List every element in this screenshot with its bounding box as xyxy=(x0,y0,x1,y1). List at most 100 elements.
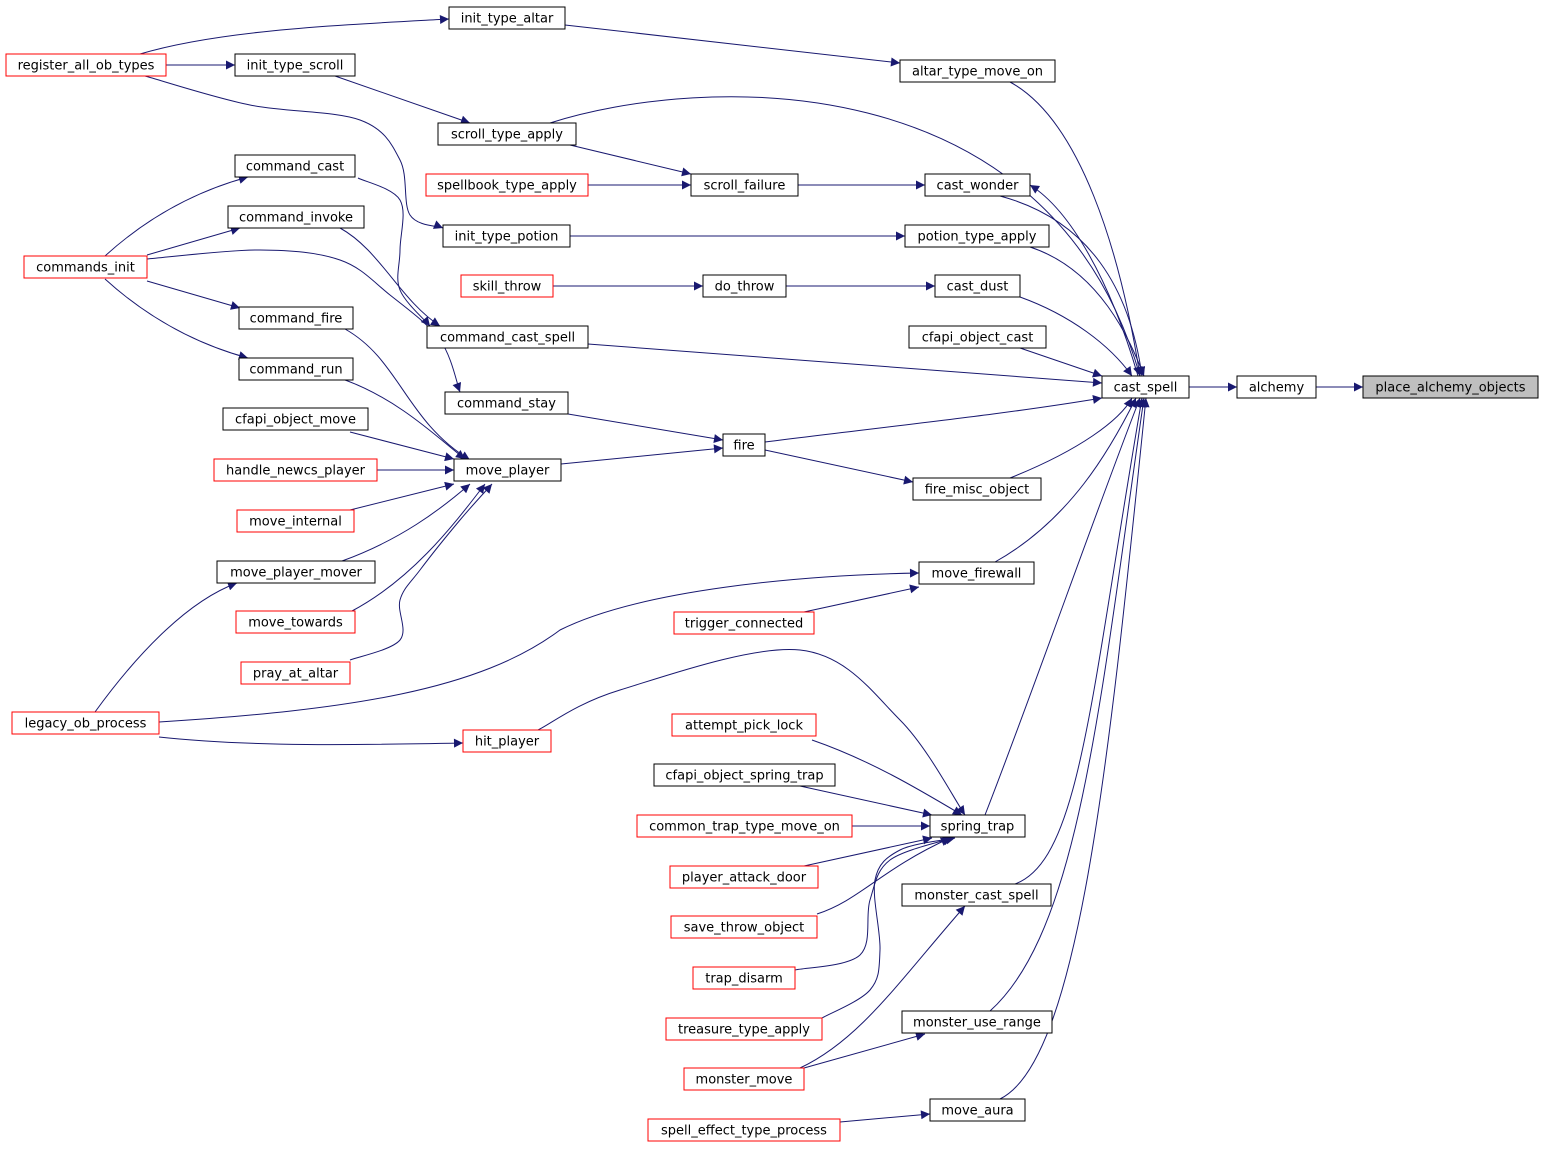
node-box[interactable] xyxy=(23,255,148,279)
node-box[interactable] xyxy=(901,883,1052,907)
node-box[interactable] xyxy=(234,53,356,77)
node-command-run[interactable]: command_run xyxy=(238,357,354,381)
node-register-all-ob-types[interactable]: register_all_ob_types xyxy=(5,53,167,77)
node-box[interactable] xyxy=(1362,375,1539,399)
node-box[interactable] xyxy=(462,729,552,753)
node-move-firewall[interactable]: move_firewall xyxy=(918,561,1035,585)
node-init-type-potion[interactable]: init_type_potion xyxy=(442,224,571,248)
node-box[interactable] xyxy=(653,763,836,787)
node-box[interactable] xyxy=(908,325,1047,349)
node-command-invoke[interactable]: command_invoke xyxy=(227,205,365,229)
node-cfapi-object-cast[interactable]: cfapi_object_cast xyxy=(908,325,1047,349)
node-spellbook-type-apply[interactable]: spellbook_type_apply xyxy=(425,173,589,197)
node-skill-throw[interactable]: skill_throw xyxy=(460,274,554,298)
node-spring-trap[interactable]: spring_trap xyxy=(929,814,1026,838)
node-place-alchemy-objects[interactable]: place_alchemy_objects xyxy=(1362,375,1539,399)
node-fire-misc-object[interactable]: fire_misc_object xyxy=(912,477,1042,501)
node-box[interactable] xyxy=(234,154,356,178)
node-commands-init[interactable]: commands_init xyxy=(23,255,148,279)
node-spell-effect-type-process[interactable]: spell_effect_type_process xyxy=(647,1118,841,1142)
node-box[interactable] xyxy=(690,173,799,197)
node-legacy-ob-process[interactable]: legacy_ob_process xyxy=(11,711,160,735)
node-move-player[interactable]: move_player xyxy=(453,458,562,482)
node-box[interactable] xyxy=(702,274,787,298)
node-box[interactable] xyxy=(670,915,818,939)
node-box[interactable] xyxy=(904,224,1050,248)
node-init-type-scroll[interactable]: init_type_scroll xyxy=(234,53,356,77)
node-scroll-failure[interactable]: scroll_failure xyxy=(690,173,799,197)
node-player-attack-door[interactable]: player_attack_door xyxy=(669,865,819,889)
node-cast-spell[interactable]: cast_spell xyxy=(1101,375,1190,399)
node-command-cast-spell[interactable]: command_cast_spell xyxy=(426,325,589,349)
node-monster-move[interactable]: monster_move xyxy=(683,1067,805,1091)
node-box[interactable] xyxy=(448,6,566,30)
node-move-towards[interactable]: move_towards xyxy=(235,610,356,634)
node-box[interactable] xyxy=(227,205,365,229)
node-box[interactable] xyxy=(238,306,354,330)
node-hit-player[interactable]: hit_player xyxy=(462,729,552,753)
node-handle-newcs-player[interactable]: handle_newcs_player xyxy=(213,458,378,482)
node-box[interactable] xyxy=(929,1098,1026,1122)
node-cast-dust[interactable]: cast_dust xyxy=(934,274,1021,298)
node-box[interactable] xyxy=(453,458,562,482)
node-box[interactable] xyxy=(665,1017,823,1041)
node-box[interactable] xyxy=(460,274,554,298)
node-box[interactable] xyxy=(444,391,569,415)
node-move-internal[interactable]: move_internal xyxy=(236,509,355,533)
node-cast-wonder[interactable]: cast_wonder xyxy=(924,173,1031,197)
node-box[interactable] xyxy=(437,122,577,146)
node-box[interactable] xyxy=(673,611,815,635)
node-treasure-type-apply[interactable]: treasure_type_apply xyxy=(665,1017,823,1041)
node-box[interactable] xyxy=(222,407,369,431)
node-command-cast[interactable]: command_cast xyxy=(234,154,356,178)
node-box[interactable] xyxy=(5,53,167,77)
node-box[interactable] xyxy=(692,966,796,990)
node-box[interactable] xyxy=(671,713,817,737)
node-fire[interactable]: fire xyxy=(722,433,766,457)
node-box[interactable] xyxy=(240,661,351,685)
node-box[interactable] xyxy=(636,814,853,838)
node-box[interactable] xyxy=(1101,375,1190,399)
node-pray-at-altar[interactable]: pray_at_altar xyxy=(240,661,351,685)
node-potion-type-apply[interactable]: potion_type_apply xyxy=(904,224,1050,248)
node-save-throw-object[interactable]: save_throw_object xyxy=(670,915,818,939)
node-box[interactable] xyxy=(238,357,354,381)
node-box[interactable] xyxy=(11,711,160,735)
node-box[interactable] xyxy=(934,274,1021,298)
node-move-aura[interactable]: move_aura xyxy=(929,1098,1026,1122)
node-box[interactable] xyxy=(1236,375,1317,399)
node-cfapi-object-spring-trap[interactable]: cfapi_object_spring_trap xyxy=(653,763,836,787)
node-init-type-altar[interactable]: init_type_altar xyxy=(448,6,566,30)
node-command-stay[interactable]: command_stay xyxy=(444,391,569,415)
node-box[interactable] xyxy=(235,610,356,634)
node-box[interactable] xyxy=(425,173,589,197)
node-box[interactable] xyxy=(683,1067,805,1091)
node-monster-use-range[interactable]: monster_use_range xyxy=(901,1010,1053,1034)
node-trap-disarm[interactable]: trap_disarm xyxy=(692,966,796,990)
node-command-fire[interactable]: command_fire xyxy=(238,306,354,330)
node-box[interactable] xyxy=(912,477,1042,501)
node-box[interactable] xyxy=(918,561,1035,585)
node-box[interactable] xyxy=(647,1118,841,1142)
node-box[interactable] xyxy=(901,1010,1053,1034)
node-common-trap-type-move-on[interactable]: common_trap_type_move_on xyxy=(636,814,853,838)
node-scroll-type-apply[interactable]: scroll_type_apply xyxy=(437,122,577,146)
node-box[interactable] xyxy=(899,59,1056,83)
node-box[interactable] xyxy=(426,325,589,349)
node-trigger-connected[interactable]: trigger_connected xyxy=(673,611,815,635)
node-altar-type-move-on[interactable]: altar_type_move_on xyxy=(899,59,1056,83)
node-monster-cast-spell[interactable]: monster_cast_spell xyxy=(901,883,1052,907)
node-box[interactable] xyxy=(236,509,355,533)
node-alchemy[interactable]: alchemy xyxy=(1236,375,1317,399)
node-attempt-pick-lock[interactable]: attempt_pick_lock xyxy=(671,713,817,737)
node-box[interactable] xyxy=(669,865,819,889)
node-box[interactable] xyxy=(216,560,376,584)
node-box[interactable] xyxy=(924,173,1031,197)
node-box[interactable] xyxy=(722,433,766,457)
node-do-throw[interactable]: do_throw xyxy=(702,274,787,298)
node-cfapi-object-move[interactable]: cfapi_object_move xyxy=(222,407,369,431)
node-box[interactable] xyxy=(929,814,1026,838)
node-box[interactable] xyxy=(213,458,378,482)
node-box[interactable] xyxy=(442,224,571,248)
node-move-player-mover[interactable]: move_player_mover xyxy=(216,560,376,584)
